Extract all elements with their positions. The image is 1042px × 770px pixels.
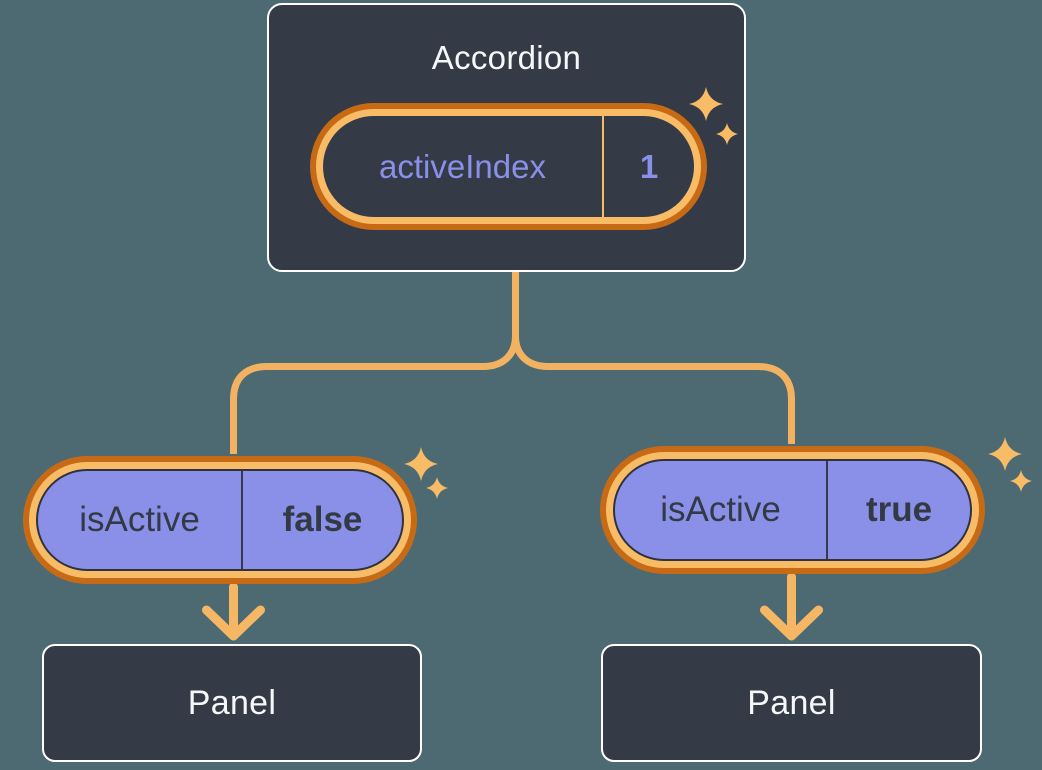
prop-value-right: true xyxy=(865,490,933,529)
connector-right-branch xyxy=(512,272,795,444)
prop-label-right: isActive xyxy=(660,490,781,529)
prop-pill-right-body: isActive true xyxy=(613,459,972,561)
connector-left-branch xyxy=(230,272,519,454)
state-value: 1 xyxy=(639,147,659,185)
prop-pill-right-ring: isActive true xyxy=(606,452,979,568)
pill-divider xyxy=(241,471,243,569)
panel-node-right: Panel xyxy=(601,644,982,762)
state-label: activeIndex xyxy=(379,147,546,185)
panel-title-right: Panel xyxy=(747,683,836,722)
state-pill-ring: activeIndex 1 xyxy=(316,109,701,224)
prop-label-left: isActive xyxy=(79,500,200,539)
prop-pill-left-ring: isActive false xyxy=(29,462,411,578)
state-pill: activeIndex 1 xyxy=(310,103,707,230)
arrow-down-icon-left xyxy=(202,582,265,641)
accordion-node: Accordion activeIndex 1 xyxy=(267,3,746,272)
prop-pill-left: isActive false xyxy=(23,456,417,584)
tree-connector xyxy=(230,272,795,454)
panel-title-left: Panel xyxy=(187,683,277,722)
pill-divider xyxy=(826,461,828,559)
prop-value-left: false xyxy=(282,500,363,539)
panel-node-left: Panel xyxy=(42,644,422,762)
prop-pill-right: isActive true xyxy=(600,446,985,574)
prop-pill-left-body: isActive false xyxy=(36,469,404,571)
pill-divider xyxy=(602,116,604,217)
sparkles-icon-right-pill xyxy=(988,437,1032,492)
arrow-down-icon-right xyxy=(760,572,823,641)
accordion-title: Accordion xyxy=(431,39,582,76)
state-pill-body: activeIndex 1 xyxy=(323,116,694,217)
